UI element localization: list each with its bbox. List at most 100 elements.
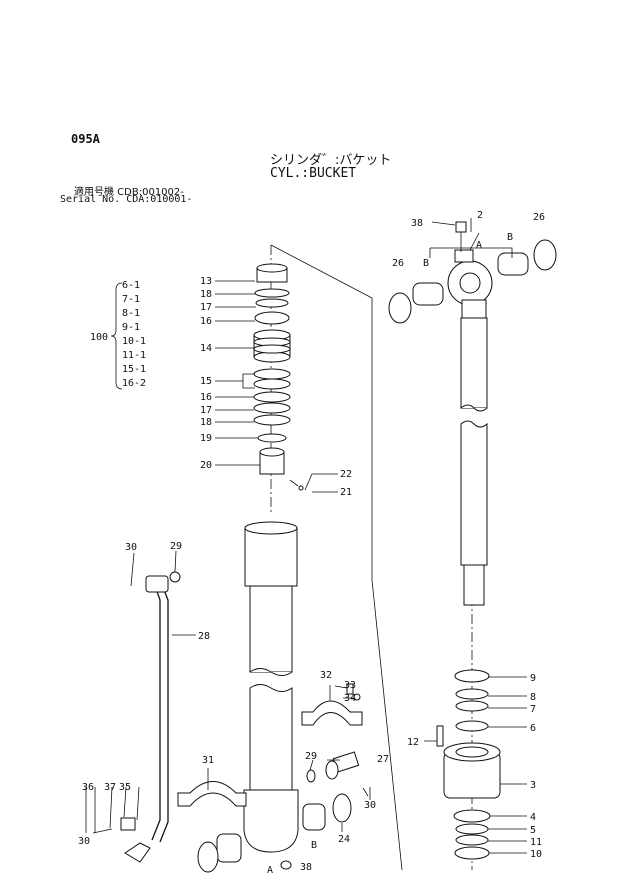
ring-5 [455,823,489,835]
callout-4: 4 [530,812,536,823]
left-leaders [215,280,260,466]
fitting-38 [280,860,292,870]
pipe-28 [151,579,161,841]
gland-13 [256,263,288,283]
ring-8 [455,688,489,700]
right-leaders [424,676,527,854]
cylinder-tube [243,521,299,853]
mid-leaders [309,685,371,832]
callout-5: 5 [530,825,536,836]
label-b: B [507,232,513,243]
label-bracket [429,247,513,258]
ring-4 [453,809,491,823]
bolt-33 [346,683,354,695]
callout-19: 19 [200,433,212,444]
callout-37: 37 [104,782,116,793]
ring-26-right [533,239,557,271]
kit-item: 10-1 [122,336,146,347]
callout-26: 26 [392,258,404,269]
callout-30: 30 [78,836,90,847]
kit-item: 16-2 [122,378,146,389]
ring-7 [455,700,489,712]
bolt-36 [92,828,113,834]
kit-item: 8-1 [122,308,140,319]
callout-17: 17 [200,302,212,313]
callout-20: 20 [200,460,212,471]
callout-9: 9 [530,673,536,684]
leaders-21-22 [304,473,338,493]
pipe-end [124,842,151,863]
callout-22: 22 [340,469,352,480]
callout-33: 33 [344,680,356,691]
flange [145,575,169,593]
kit-item: 15-1 [122,364,146,375]
screw-12 [436,725,444,747]
callout-18: 18 [200,417,212,428]
page-code: 095A [71,132,100,146]
callout-6: 6 [530,723,536,734]
ring-18 [253,414,291,426]
callout-14: 14 [200,343,212,354]
title-japanese: シリンダ゛:バケット [270,153,392,168]
callout-7: 7 [530,704,536,715]
callout-31: 31 [202,755,214,766]
callout-27: 27 [377,754,389,765]
lower-left-leaders [85,768,209,833]
rod-eye-2 [447,249,493,321]
label-b: B [423,258,429,269]
bushing-b-left [412,282,444,306]
callout-32: 32 [320,670,332,681]
bushing-a [216,833,242,863]
seal-9 [454,669,490,683]
ring-15 [253,378,291,390]
kit-item: 7-1 [122,294,140,305]
callout-30: 30 [125,542,137,553]
piston-rod [460,317,488,606]
bushing-b-right [497,252,529,276]
callout-34: 34 [344,693,356,704]
callout-28: 28 [198,631,210,642]
bushing-b [302,803,326,831]
callout-24: 24 [338,834,350,845]
callout-29: 29 [305,751,317,762]
title-english: CYL.:BUCKET [270,166,357,181]
callout-29: 29 [170,541,182,552]
bolt-30 [362,787,369,797]
serial-line-1: 適用号機 CDB:001002- [74,187,184,198]
washer-34 [353,693,361,701]
callout-35: 35 [119,782,131,793]
leaders-28-30 [130,550,196,636]
callout-2: 2 [477,210,483,221]
ring-10 [454,846,490,860]
bracket-32 [301,700,363,726]
callout-15: 15 [200,376,212,387]
label-a: A [476,240,482,251]
callout-36: 36 [82,782,94,793]
ring-16 [253,391,291,403]
callout-18: 18 [200,289,212,300]
piston-14 [253,329,291,363]
callout-8: 8 [530,692,536,703]
clip-35 [120,817,136,831]
grease-nipple [455,221,467,233]
ring-17 [255,298,289,308]
serial-line-2: Serial No. CDA:010001- [60,194,193,205]
kit-item: 11-1 [122,350,146,361]
ring-11 [455,834,489,846]
callout-38: 38 [300,862,312,873]
kit-item: 9-1 [122,322,140,333]
rod-eye-leaders [431,218,480,251]
kit-item: 6-1 [122,280,140,291]
ring-19 [257,433,287,443]
callout-16: 16 [200,392,212,403]
ring-24 [332,793,352,823]
callout-3: 3 [530,780,536,791]
nut-20 [259,447,285,475]
callout-11: 11 [530,837,542,848]
ring-15 [253,368,291,380]
ring-18 [254,288,290,298]
clamp-31 [177,781,247,807]
label-b: B [311,840,317,851]
callout-10: 10 [530,849,542,860]
